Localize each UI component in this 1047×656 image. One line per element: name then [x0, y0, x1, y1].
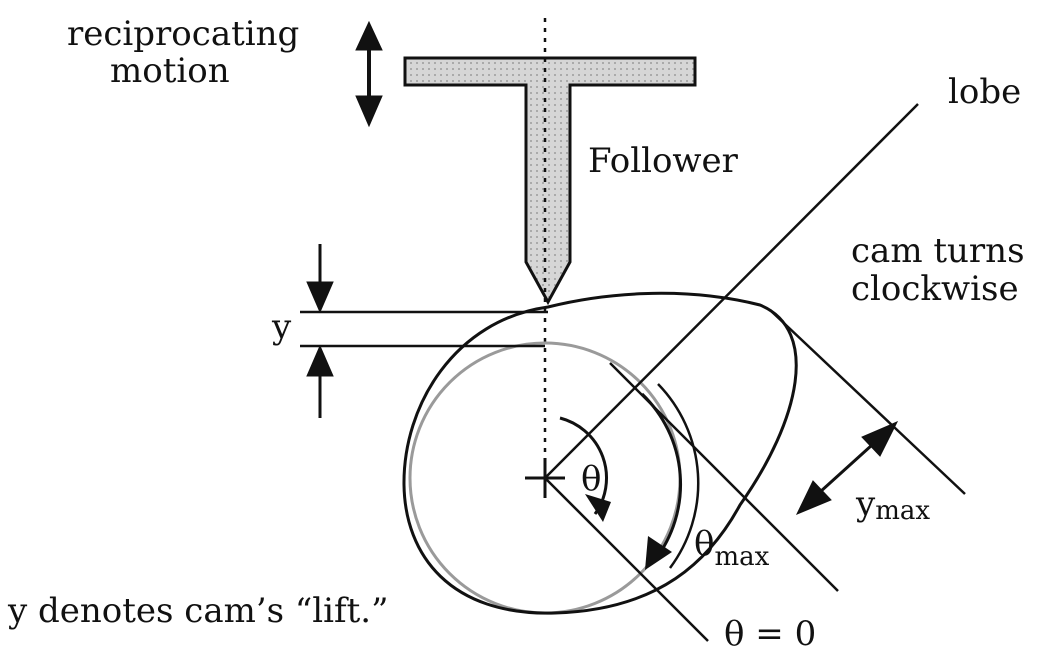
cam-rotation-label-line1: cam turns: [851, 231, 1025, 271]
theta-max-label: θmax: [694, 524, 770, 572]
follower-label: Follower: [588, 141, 739, 181]
theta-max-arcs: [640, 383, 700, 570]
ymax-base: y: [855, 484, 876, 524]
lobe-axis-line: [544, 103, 919, 479]
theta-arc: [559, 416, 611, 522]
lift-dimension-arrows: [306, 244, 334, 418]
ymax-subscript: max: [875, 496, 930, 526]
ymax-label: ymax: [855, 484, 930, 526]
cam-profile: [402, 291, 798, 615]
lift-y-label: y: [271, 307, 292, 347]
motion-label-line2: motion: [110, 51, 230, 91]
motion-label-line1: reciprocating: [67, 14, 299, 54]
follower-body: [403, 56, 697, 306]
theta-label: θ: [581, 459, 601, 499]
lobe-label: lobe: [948, 72, 1021, 112]
theta-zero-label: θ = 0: [724, 614, 816, 654]
caption: y denotes cam’s “lift.”: [7, 591, 389, 631]
lift-reference-lines: [300, 310, 548, 348]
theta-zero-line: [544, 477, 709, 642]
theta-max-base: θ: [694, 524, 714, 564]
reciprocating-motion-arrow: [355, 20, 383, 128]
theta-max-subscript: max: [714, 542, 769, 572]
ymax-dimension-arrow: [795, 421, 899, 515]
cam-rotation-label-line2: clockwise: [851, 269, 1019, 309]
